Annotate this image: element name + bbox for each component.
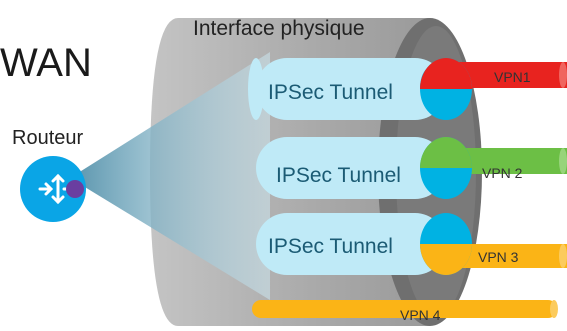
- tunnel-1-label: IPSec Tunnel: [268, 81, 393, 104]
- vpn-4-pipe: [252, 300, 558, 318]
- tunnel-3-label: IPSec Tunnel: [268, 235, 393, 258]
- tunnel-2: [256, 137, 567, 199]
- physical-interface-label: Interface physique: [193, 17, 365, 40]
- router-arrows-icon: [38, 173, 72, 205]
- vpn-1-label: VPN1: [494, 69, 531, 85]
- router: [20, 156, 86, 222]
- vpn-3-label: VPN 3: [478, 249, 519, 265]
- tunnel-2-label: IPSec Tunnel: [276, 164, 401, 187]
- vpn-4-label: VPN 4: [400, 307, 441, 323]
- vpn-2-label: VPN 2: [482, 165, 523, 181]
- tunnel-1: [248, 58, 567, 120]
- router-dot: [66, 180, 84, 198]
- wan-label: WAN: [0, 41, 92, 85]
- traffic-cone: [70, 52, 270, 300]
- router-label: Routeur: [12, 127, 83, 149]
- tunnel-3: [256, 213, 567, 275]
